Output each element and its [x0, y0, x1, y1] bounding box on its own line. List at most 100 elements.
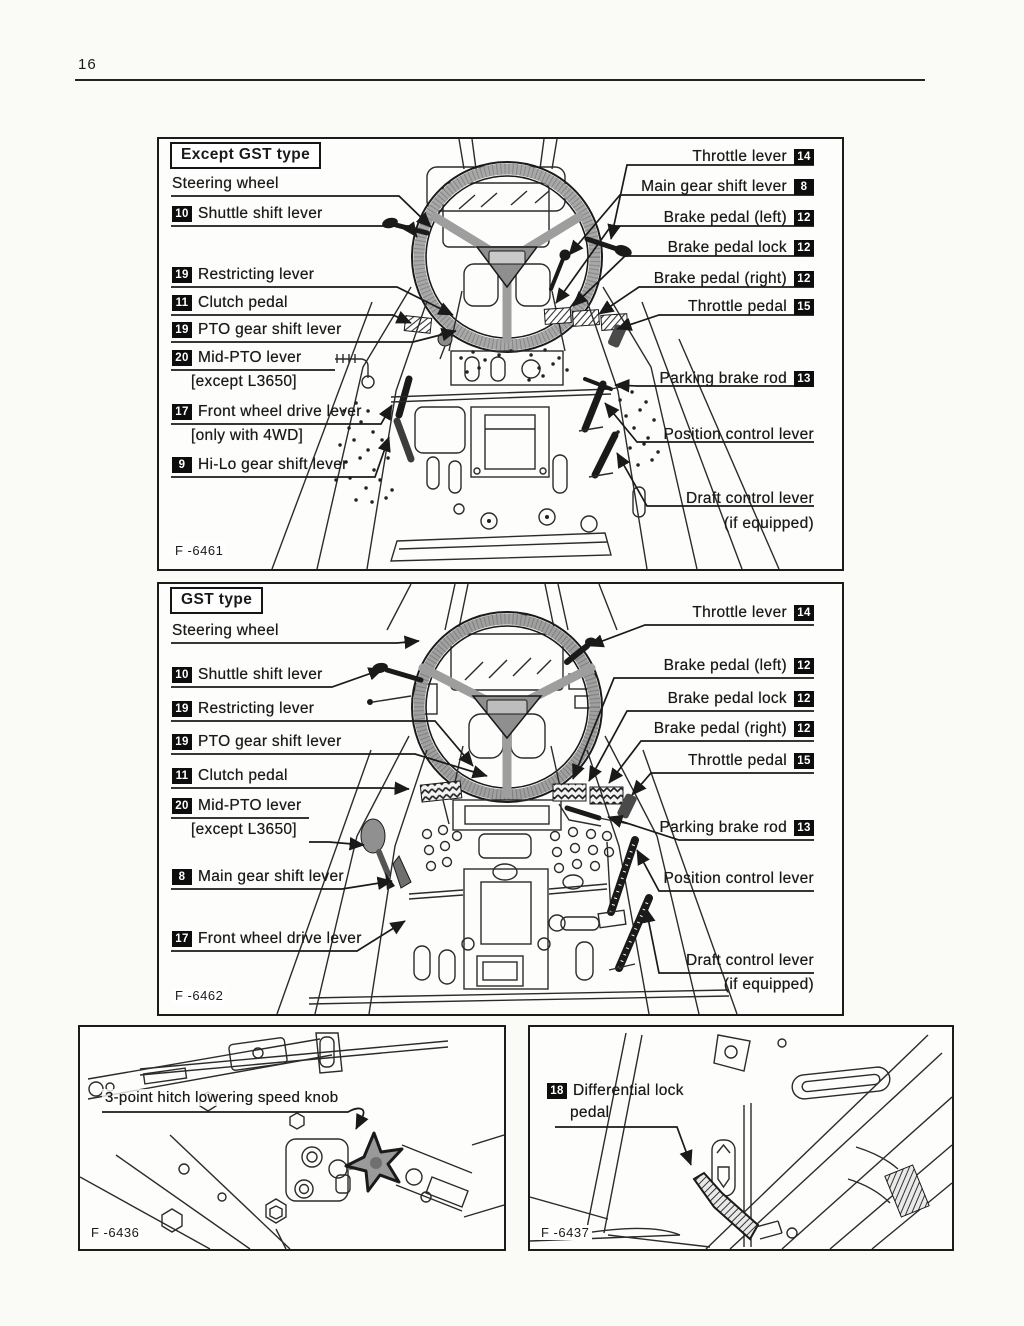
label-draft-control-lever: Draft control lever [686, 952, 814, 970]
ref-badge: 13 [794, 371, 814, 387]
label-text: Throttle lever [692, 604, 787, 621]
figure-code: F -6437 [538, 1225, 593, 1240]
label-text: Throttle pedal [688, 752, 787, 769]
label-text: (if equipped) [723, 976, 814, 993]
label-clutch-pedal: 11 Clutch pedal [172, 767, 288, 785]
label-text: pedal [570, 1104, 610, 1121]
label-throttle-lever: Throttle lever 14 [692, 604, 814, 622]
label-position-control-lever: Position control lever [664, 426, 814, 444]
label-front-wheel-drive-lever: 17 Front wheel drive lever [172, 930, 362, 948]
ref-badge: 19 [172, 267, 192, 283]
label-text: Restricting lever [198, 266, 315, 283]
label-differential-lock-pedal-line2: pedal [570, 1104, 609, 1122]
label-text: Parking brake rod [659, 819, 787, 836]
ref-badge: 8 [172, 869, 192, 885]
ref-badge: 10 [172, 667, 192, 683]
label-text: Throttle lever [692, 148, 787, 165]
panel-gst: GST type Steering wheel 10 Shuttle shift … [157, 582, 844, 1016]
label-text: Brake pedal lock [667, 239, 787, 256]
label-front-wheel-drive-lever: 17 Front wheel drive lever [172, 403, 362, 421]
ref-badge: 11 [172, 768, 192, 784]
label-text: [only with 4WD] [191, 427, 304, 444]
label-text: PTO gear shift lever [198, 321, 342, 338]
label-text: Steering wheel [172, 175, 279, 192]
label-text: Brake pedal (right) [653, 270, 787, 287]
label-note-only-4wd: [only with 4WD] [191, 427, 303, 445]
ref-badge: 19 [172, 701, 192, 717]
label-text: Position control lever [663, 426, 814, 443]
label-steering-wheel: Steering wheel [172, 175, 279, 193]
machinery-artwork [80, 1032, 504, 1249]
tractor-artwork [271, 139, 780, 569]
ref-badge: 11 [172, 295, 192, 311]
label-text: Differential lock [573, 1082, 684, 1099]
header-rule [75, 79, 925, 81]
ref-badge: 13 [794, 820, 814, 836]
ref-badge: 17 [172, 404, 192, 420]
label-brake-pedal-left: Brake pedal (left) 12 [664, 209, 814, 227]
label-text: Front wheel drive lever [198, 930, 362, 947]
label-restricting-lever: 19 Restricting lever [172, 266, 314, 284]
hitch-knob-drawing [80, 1032, 504, 1249]
label-text: Main gear shift lever [198, 868, 344, 885]
panel-except-gst: Except GST type Steering wheel 10 Shuttle… [157, 137, 844, 571]
ref-badge: 8 [794, 179, 814, 195]
ref-badge: 20 [172, 350, 192, 366]
label-text: Shuttle shift lever [198, 666, 323, 683]
machinery-artwork [530, 1032, 952, 1249]
tractor-artwork [276, 584, 738, 1014]
label-text: (if equipped) [723, 515, 814, 532]
ref-badge: 12 [794, 721, 814, 737]
label-text: Brake pedal lock [667, 690, 787, 707]
ref-badge: 19 [172, 322, 192, 338]
label-brake-pedal-right: Brake pedal (right) 12 [654, 270, 814, 288]
label-text: Mid-PTO lever [198, 797, 302, 814]
ref-badge: 12 [794, 271, 814, 287]
label-text: Main gear shift lever [641, 178, 787, 195]
label-text: Shuttle shift lever [198, 205, 323, 222]
ref-badge: 14 [794, 605, 814, 621]
tractor-top-view-drawing [171, 584, 814, 1014]
label-shuttle-shift-lever: 10 Shuttle shift lever [172, 205, 323, 223]
ref-badge: 10 [172, 206, 192, 222]
tractor-top-view-drawing [171, 139, 814, 569]
label-steering-wheel: Steering wheel [172, 622, 279, 640]
label-text: Restricting lever [198, 700, 315, 717]
ref-badge: 20 [172, 798, 192, 814]
ref-badge: 19 [172, 734, 192, 750]
label-text: Throttle pedal [688, 298, 787, 315]
label-text: Brake pedal (left) [663, 209, 787, 226]
panel-header: Except GST type [170, 142, 322, 169]
ref-badge: 17 [172, 931, 192, 947]
label-text: PTO gear shift lever [198, 733, 342, 750]
label-brake-pedal-right: Brake pedal (right)12 [654, 720, 814, 738]
page-number: 16 [78, 56, 97, 73]
panel-header: GST type [170, 587, 264, 614]
label-text: Clutch pedal [198, 767, 288, 784]
label-text: 3-point hitch lowering speed knob [105, 1089, 339, 1106]
label-pto-gear-shift-lever: 19 PTO gear shift lever [172, 321, 342, 339]
figure-code: F -6436 [88, 1225, 143, 1240]
label-draft-control-lever: Draft control lever [686, 490, 814, 508]
label-note-if-equipped: (if equipped) [724, 515, 814, 533]
diff-lock-drawing [530, 1032, 952, 1249]
label-parking-brake-rod: Parking brake rod 13 [660, 819, 814, 837]
label-text: Front wheel drive lever [198, 403, 362, 420]
label-text: Draft control lever [685, 952, 814, 969]
leader-lines [102, 1107, 369, 1130]
label-mid-pto-lever: 20 Mid-PTO lever [172, 797, 302, 815]
label-note-except-l3650: [except L3650] [191, 373, 297, 391]
ref-badge: 12 [794, 210, 814, 226]
label-restricting-lever: 19 Restricting lever [172, 700, 314, 718]
label-pto-gear-shift-lever: 19 PTO gear shift lever [172, 733, 342, 751]
label-position-control-lever: Position control lever [664, 870, 814, 888]
label-note-if-equipped: (if equipped) [724, 976, 814, 994]
label-text: Mid-PTO lever [198, 349, 302, 366]
